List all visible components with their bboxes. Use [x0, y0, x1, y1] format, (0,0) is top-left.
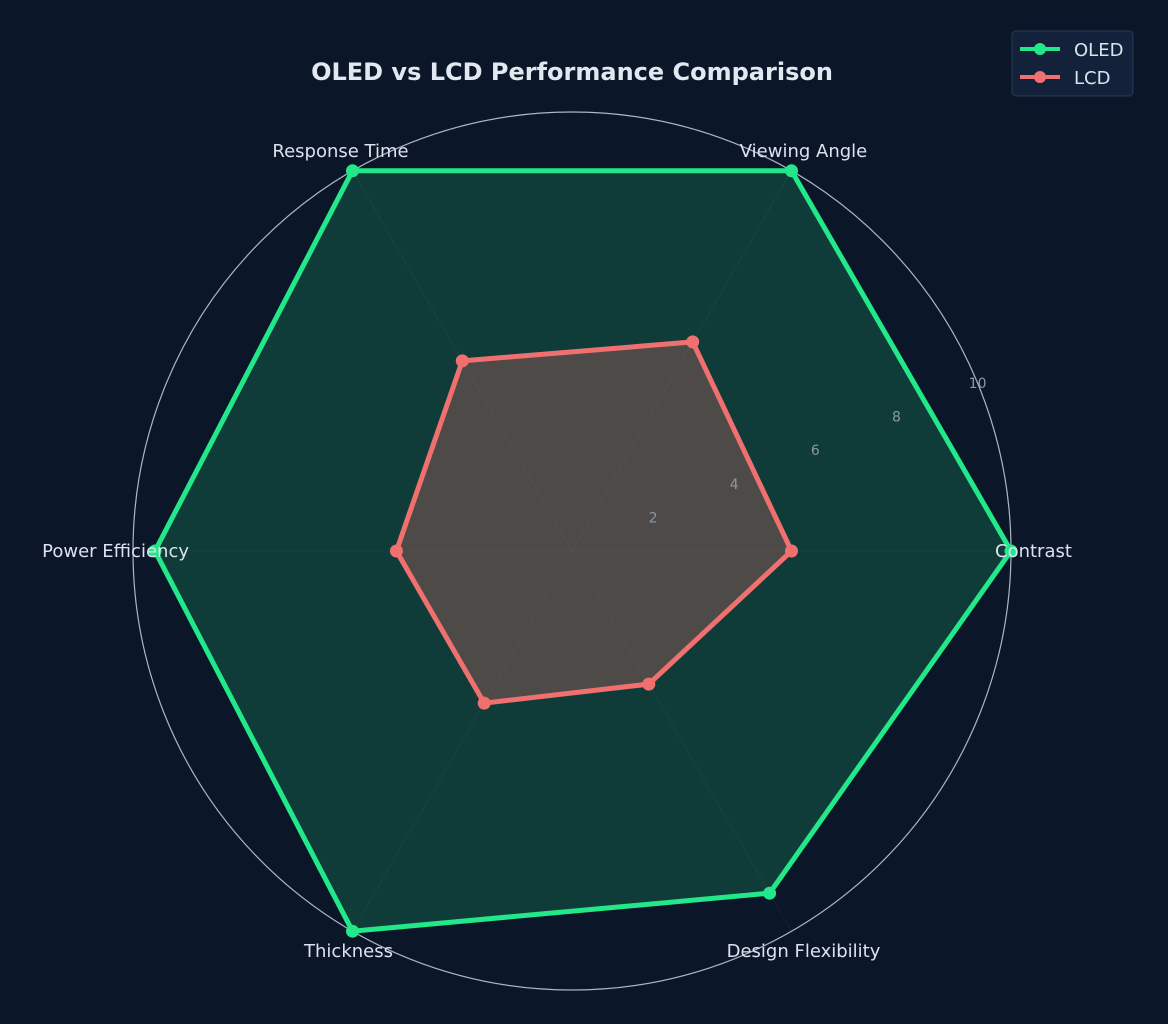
point-lcd-thickness [477, 696, 491, 710]
radial-tick-6: 6 [811, 443, 820, 459]
point-oled-power-efficiency [148, 544, 162, 558]
grid-spoke-design-flexibility [571, 550, 792, 932]
point-lcd-power-efficiency [389, 544, 403, 558]
series-lcd [389, 335, 798, 710]
category-label-viewing-angle: Viewing Angle [740, 141, 868, 162]
radial-tick-4: 4 [730, 477, 739, 493]
grid-spoke-viewing-angle [571, 170, 792, 552]
point-oled-contrast [1004, 544, 1018, 558]
radial-tick-labels: 2 4 6 8 10 [649, 376, 987, 526]
point-lcd-design-flexibility [642, 677, 656, 691]
category-labels: Contrast Viewing Angle Response TimePower … [42, 141, 1072, 962]
point-oled-design-flexibility [763, 886, 777, 900]
point-lcd-contrast [785, 544, 798, 558]
legend-entry-lcd: LCD [1020, 68, 1110, 89]
point-oled-viewing-angle [785, 164, 798, 178]
grid-spoke-thickness [352, 550, 573, 932]
legend-label-oled: OLED [1074, 40, 1123, 61]
legend-label-lcd: LCD [1074, 68, 1110, 89]
point-oled-thickness [346, 924, 359, 938]
legend: OLED LCD [1011, 30, 1134, 97]
category-label-response-time: Response Time [272, 141, 408, 162]
radial-tick-10: 10 [969, 376, 987, 392]
category-label-design-flexibility: Design Flexibility [727, 941, 881, 962]
radial-tick-8: 8 [892, 410, 901, 426]
category-label-contrast: Contrast [995, 541, 1072, 562]
radial-tick-2: 2 [649, 510, 658, 526]
legend-marker-lcd [1034, 71, 1046, 83]
legend-entry-oled: OLED [1020, 40, 1123, 61]
point-oled-response-time [346, 164, 359, 178]
category-label-thickness: Thickness [303, 941, 393, 962]
point-lcd-response-time [455, 354, 469, 368]
point-lcd-viewing-angle [686, 335, 700, 349]
chart-title: OLED vs LCD Performance Comparison [311, 58, 833, 86]
category-label-power-efficiency: Power Efficiency [42, 541, 189, 562]
series-layer [148, 164, 1018, 938]
series-oled [148, 164, 1018, 938]
legend-marker-oled [1034, 43, 1046, 55]
